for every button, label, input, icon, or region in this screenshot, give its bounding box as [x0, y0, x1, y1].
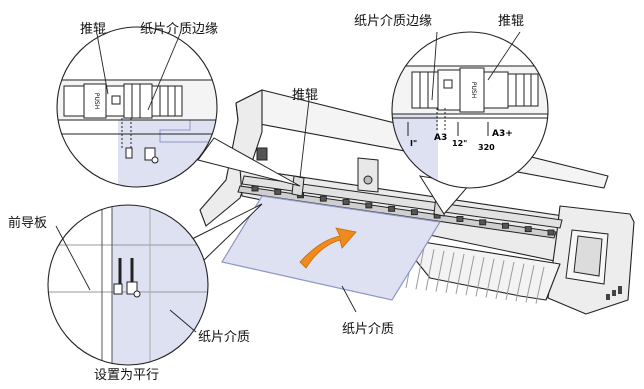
- grit-roller: [365, 202, 373, 209]
- guide-rib: [525, 265, 535, 303]
- mark-a3-plus: A3+: [492, 129, 513, 139]
- grit-roller: [410, 209, 418, 216]
- callout-cone-top-left: [197, 137, 301, 187]
- front-guide-ribs: [405, 245, 545, 304]
- push-button-label: PUSH: [93, 93, 100, 109]
- label-media-bottom: 纸片介质: [342, 322, 395, 337]
- guide-rib: [475, 257, 485, 297]
- tool-carriage: [357, 157, 379, 193]
- guide-rib: [435, 250, 445, 292]
- media-sheet: [221, 195, 441, 301]
- zoom-circle-bottom-left: [47, 204, 209, 366]
- label-pinch-roller-center: 推辊: [292, 88, 319, 103]
- mark-inch: I": [410, 139, 417, 148]
- grit-roller: [502, 222, 509, 229]
- guide-rib: [495, 260, 505, 299]
- grit-roller: [547, 229, 555, 236]
- label-front-guide: 前导板: [8, 216, 48, 231]
- mark-12-inch: 12": [452, 139, 467, 148]
- label-set-parallel: 设置为平行: [94, 368, 160, 383]
- grit-roller: [479, 219, 487, 226]
- grit-roller: [274, 188, 282, 195]
- control-panel: [565, 229, 609, 285]
- grit-rollers: [251, 185, 555, 236]
- guide-rib: [455, 253, 465, 295]
- label-media-callout: 纸片介质: [198, 330, 251, 345]
- grit-roller: [342, 199, 350, 205]
- guide-rib: [425, 249, 435, 291]
- side-ports: [606, 286, 622, 300]
- label-pinch-roller-top-right: 推辊: [498, 14, 525, 29]
- grit-roller: [319, 195, 327, 202]
- grit-roller: [388, 205, 396, 212]
- push-button-label-right: PUSH: [470, 82, 477, 98]
- feed-direction-arrow: [299, 227, 357, 269]
- guide-rib: [415, 247, 425, 290]
- mark-a3: A3: [434, 133, 447, 143]
- zoom-circle-top-right: PUSH I" A3 12" A3+ 320: [391, 31, 549, 189]
- roller-shaft: [237, 175, 563, 239]
- guide-rib: [535, 266, 545, 304]
- guide-rib: [515, 263, 525, 302]
- label-media-edge-top-left: 纸片介质边缘: [140, 22, 219, 37]
- zoom-circle-top-left: PUSH: [56, 26, 218, 188]
- guide-rib: [465, 255, 475, 296]
- guide-rib: [485, 258, 495, 298]
- grit-roller: [251, 185, 259, 192]
- guide-rib: [445, 252, 455, 293]
- left-knob: [256, 147, 268, 161]
- grit-roller: [456, 216, 464, 222]
- grit-roller: [524, 226, 532, 233]
- guide-rib: [505, 261, 515, 301]
- label-media-edge-top-right: 纸片介质边缘: [354, 14, 433, 29]
- mark-320: 320: [478, 143, 495, 152]
- label-pinch-roller-top-left: 推辊: [80, 22, 107, 37]
- leader-lines: [55, 31, 521, 333]
